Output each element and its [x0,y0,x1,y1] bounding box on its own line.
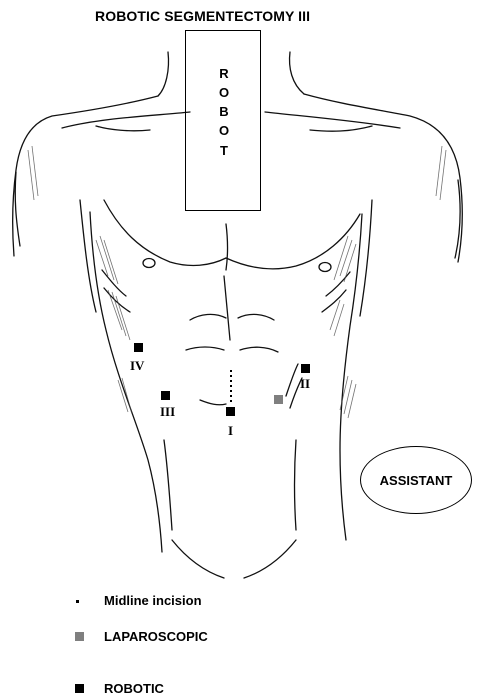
port-iii-label: III [160,404,175,420]
midline-incision-dot [230,380,232,382]
robot-box [185,30,261,211]
robot-letter: O [217,123,231,138]
robot-letter: R [217,66,231,81]
midline-incision-dot [230,385,232,387]
port-iv-marker [134,343,143,352]
legend-laparoscopic-symbol [75,632,84,641]
left-nipple [143,259,155,268]
right-nipple [319,263,331,272]
midline-incision-dot [230,390,232,392]
robot-letter: T [217,143,231,158]
midline-incision-dot [230,370,232,372]
port-iii-marker [161,391,170,400]
midline-incision-dot [230,375,232,377]
assistant-label: ASSISTANT [360,446,472,514]
legend-robotic-symbol [75,684,84,693]
robot-letter: B [217,104,231,119]
port-i-marker [226,407,235,416]
port-ii-label: II [300,376,310,392]
diagram-title: ROBOTIC SEGMENTECTOMY III [95,8,310,24]
legend-midline-symbol [76,600,79,603]
laparoscopic-port-marker [274,395,283,404]
legend-midline-label: Midline incision [104,593,202,608]
midline-incision-dot [230,400,232,402]
robot-letter: O [217,85,231,100]
port-i-label: I [228,423,233,439]
port-iv-label: IV [130,358,144,374]
port-ii-marker [301,364,310,373]
legend-robotic-label: ROBOTIC [104,681,164,696]
midline-incision-dot [230,395,232,397]
legend-laparoscopic-label: LAPAROSCOPIC [104,629,208,644]
